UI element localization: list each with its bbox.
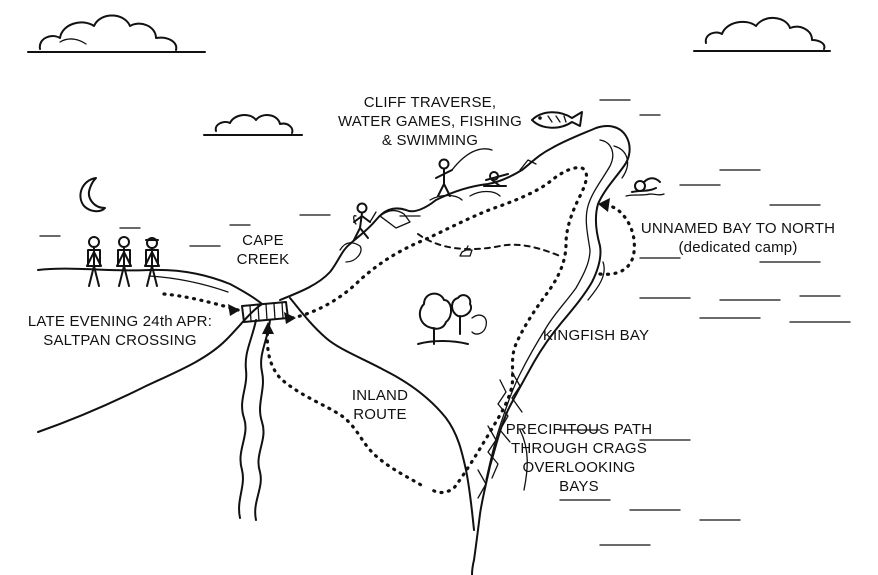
fisherman-icon — [435, 148, 493, 197]
label-precipitous-path: PRECIPITOUS PATH THROUGH CRAGS OVERLOOKI… — [504, 420, 654, 496]
label-inland-route: INLAND ROUTE — [340, 386, 420, 424]
label-unnamed-bay: UNNAMED BAY TO NORTH (dedicated camp) — [638, 219, 838, 257]
arrow-bridge-left — [228, 304, 240, 316]
label-line: BAYS — [559, 478, 599, 495]
cape-creek — [238, 319, 271, 521]
saltpan-bridge — [241, 301, 289, 323]
swimmer-icon — [625, 177, 665, 197]
saltpan-horizon — [149, 275, 229, 293]
cloud-icon — [203, 114, 303, 136]
label-line: CREEK — [236, 251, 290, 268]
label-line: SALTPAN CROSSING — [43, 332, 197, 349]
cliff-rocks — [339, 159, 537, 263]
camp-icon — [459, 245, 473, 257]
walker-icon — [116, 236, 132, 287]
label-line: CAPE — [242, 232, 284, 249]
label-late-evening: LATE EVENING 24th APR: SALTPAN CROSSING — [22, 312, 218, 350]
label-line: PRECIPITOUS PATH — [505, 421, 653, 438]
label-line: & SWIMMING — [381, 132, 479, 149]
kayaker-icon — [483, 171, 509, 187]
headland-inner-coast — [37, 303, 263, 433]
hiker-icon — [353, 202, 377, 241]
label-line: CLIFF TRAVERSE, — [363, 94, 497, 111]
label-cape-creek: CAPE CREEK — [226, 231, 300, 269]
label-line: (dedicated camp) — [678, 239, 798, 256]
tree-icon — [417, 292, 487, 345]
left-shoreline — [37, 267, 263, 305]
route-arrows — [228, 198, 610, 334]
arrow-unnamed-bay — [598, 198, 610, 212]
label-line: LATE EVENING 24th APR: — [27, 313, 213, 330]
label-line: INLAND — [351, 387, 409, 404]
cloud-icon — [27, 14, 206, 53]
label-line: THROUGH CRAGS — [511, 440, 647, 457]
walker-icon — [86, 236, 102, 287]
label-line: WATER GAMES, FISHING — [337, 113, 522, 130]
label-line: UNNAMED BAY TO NORTH — [640, 220, 836, 237]
label-line: OVERLOOKING — [522, 459, 636, 476]
arrow-inland-start — [262, 322, 274, 334]
fish-icon — [531, 111, 583, 129]
moon-icon — [79, 177, 106, 213]
headland-cliff-edge — [485, 139, 614, 481]
label-line: ROUTE — [353, 406, 407, 423]
label-line: KINGFISH BAY — [542, 327, 650, 344]
label-kingfish-bay: KINGFISH BAY — [536, 326, 656, 345]
water-lines — [39, 99, 851, 546]
cloud-icon — [693, 17, 831, 52]
arrow-to-bridge — [284, 312, 296, 324]
label-cliff-traverse: CLIFF TRAVERSE, WATER GAMES, FISHING & S… — [330, 93, 530, 150]
walker-icon — [144, 237, 160, 287]
headland-coast — [279, 125, 631, 575]
